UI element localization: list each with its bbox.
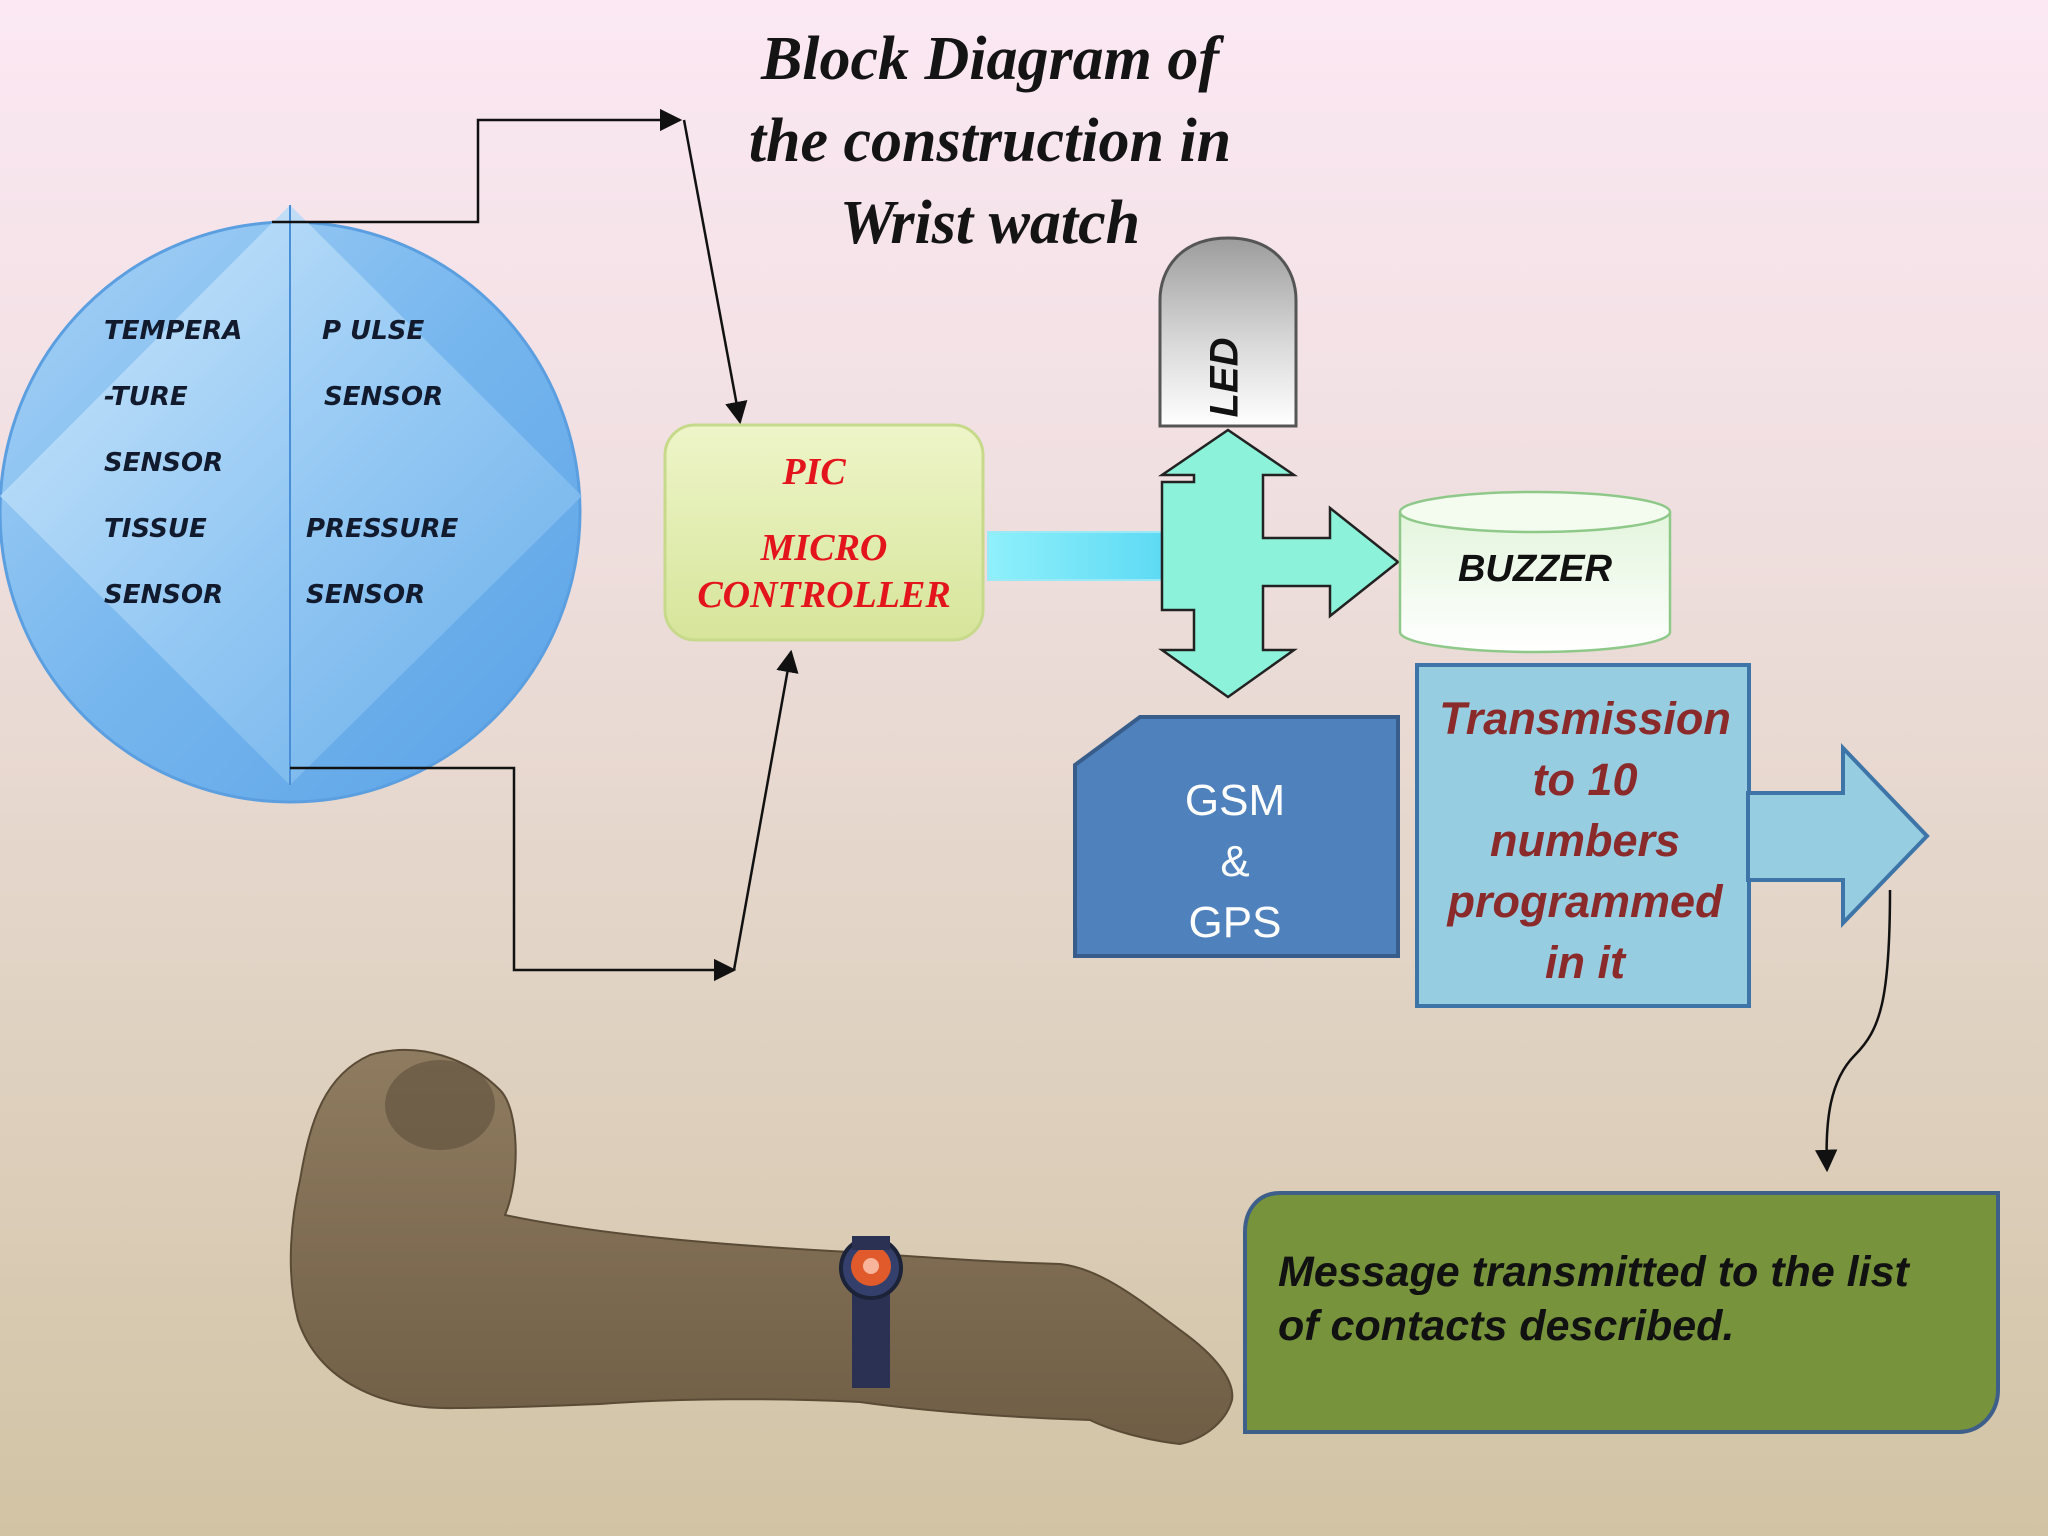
gsm-gps-box bbox=[1073, 715, 1400, 958]
title-line-1: Block Diagram of bbox=[760, 25, 1220, 93]
arm-with-watch-image bbox=[289, 1048, 1234, 1446]
pressure-sensor-label-1: PRESSURE bbox=[306, 514, 459, 544]
pulse-sensor-label-2: SENSOR bbox=[324, 382, 444, 412]
pic-controller-box bbox=[663, 423, 985, 642]
pic-label: PIC bbox=[782, 451, 846, 493]
pulse-sensor-label-1: P ULSE bbox=[322, 316, 425, 346]
micro-label: MICRO bbox=[760, 527, 888, 569]
pressure-sensor-label-2: SENSOR bbox=[306, 580, 426, 610]
temperature-sensor-label-1: TEMPERA bbox=[104, 316, 243, 346]
transmission-arrow bbox=[1746, 743, 1930, 928]
transmission-box bbox=[1415, 663, 1751, 1008]
gsm-label: GSM bbox=[1184, 776, 1286, 825]
title-line-2: the construction in bbox=[748, 107, 1232, 175]
connector-curved bbox=[1814, 889, 1892, 1173]
temperature-sensor-label-2: -TURE bbox=[104, 382, 188, 412]
transmission-line-4: programmed bbox=[1447, 876, 1723, 927]
gsm-and-label: & bbox=[1220, 837, 1250, 886]
connector-bottom-diagonal bbox=[732, 649, 799, 971]
led-shape bbox=[1158, 236, 1298, 428]
bus-cross-arrow bbox=[1157, 428, 1401, 699]
led-label: LED bbox=[1202, 337, 1247, 418]
temperature-sensor-label-3: SENSOR bbox=[104, 448, 224, 478]
message-line-2: of contacts described. bbox=[1278, 1302, 1735, 1350]
transmission-line-5: in it bbox=[1545, 937, 1625, 988]
controller-label: CONTROLLER bbox=[697, 574, 951, 616]
buzzer-cylinder bbox=[1398, 490, 1672, 654]
tissue-sensor-label-2: SENSOR bbox=[104, 580, 224, 610]
connector-top-diagonal bbox=[682, 119, 748, 425]
message-label: Message transmitted to the list of conta… bbox=[1278, 1245, 1998, 1353]
page-title: Block Diagram of the construction in Wri… bbox=[650, 18, 1330, 264]
message-box bbox=[1243, 1191, 2000, 1434]
gsm-gps-label: GSM & GPS bbox=[1100, 770, 1370, 953]
transmission-line-1: Transmission bbox=[1439, 693, 1731, 744]
sensor-circle bbox=[0, 205, 582, 804]
gps-label: GPS bbox=[1188, 898, 1282, 947]
transmission-line-2: to 10 bbox=[1532, 754, 1638, 805]
connector-top bbox=[272, 108, 683, 224]
buzzer-label: BUZZER bbox=[1457, 548, 1613, 590]
transmission-label: Transmission to 10 numbers programmed in… bbox=[1420, 688, 1750, 993]
tissue-sensor-label-1: TISSUE bbox=[104, 514, 207, 544]
transmission-line-3: numbers bbox=[1489, 815, 1681, 866]
connector-bottom bbox=[290, 766, 737, 982]
title-line-3: Wrist watch bbox=[839, 189, 1141, 257]
message-line-1: Message transmitted to the list bbox=[1278, 1248, 1909, 1296]
